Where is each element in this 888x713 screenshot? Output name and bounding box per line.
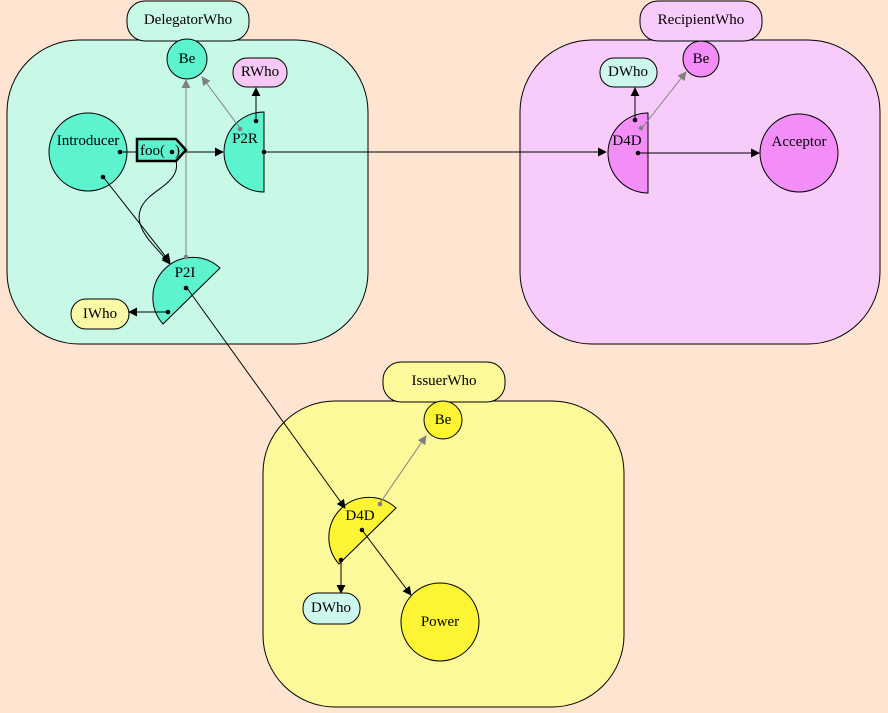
dot	[117, 149, 123, 155]
recipient-be-node: Be	[682, 40, 720, 78]
recipient-d4d-half-disc	[607, 112, 649, 194]
foo-message-shape	[135, 137, 188, 163]
recipient-be-circle	[682, 40, 720, 78]
recipient-dwho-box	[599, 57, 658, 88]
issuer-region: IssuerWho	[262, 361, 625, 708]
issuer-d4d-label: D4D	[345, 508, 374, 524]
delegator-be-circle	[166, 38, 208, 80]
recipient-d4d-node: D4D	[607, 112, 649, 194]
connection-dots	[100, 117, 644, 563]
foo-message-close: )	[175, 143, 180, 159]
dot	[359, 527, 365, 533]
iwho-label: IWho	[83, 306, 117, 322]
foo-message-label: foo(	[140, 143, 165, 159]
recipient-be-label: Be	[693, 51, 710, 67]
p2r-half-disc	[223, 111, 265, 193]
iwho-node: IWho	[70, 298, 130, 330]
rwho-box	[232, 57, 288, 88]
dot	[377, 501, 383, 507]
gray-arrows	[181, 71, 687, 504]
dot	[100, 174, 106, 180]
introducer-node: Introducer	[48, 112, 128, 192]
recipient-region-title: RecipientWho	[658, 12, 745, 28]
issuer-dwho-node: DWho	[302, 592, 361, 625]
dot	[632, 117, 638, 123]
p2i-half-disc	[152, 256, 221, 325]
foo-arg-to-p2i-arrow	[138, 151, 177, 265]
acceptor-label: Acceptor	[772, 134, 827, 150]
issuer-be-label: Be	[435, 412, 452, 428]
p2i-label: P2I	[175, 265, 196, 281]
power-circle	[400, 582, 480, 662]
p2r-node: P2R	[223, 111, 265, 193]
p2r-to-be-arrow	[201, 76, 241, 129]
issuer-be-node: Be	[423, 400, 463, 440]
introducer-to-p2i-arrow	[103, 177, 171, 263]
recipient-region-box	[519, 39, 881, 345]
delegator-region-title: DelegatorWho	[144, 12, 232, 28]
power-label: Power	[421, 614, 459, 630]
dot	[261, 149, 267, 155]
p2i-node: P2I	[152, 256, 221, 325]
introducer-label: Introducer	[57, 133, 119, 149]
dot	[635, 150, 641, 156]
dot	[338, 557, 344, 563]
recipient-d4d-to-be-arrow	[641, 71, 687, 129]
recipient-dwho-node: DWho	[599, 57, 658, 88]
dot	[183, 254, 189, 260]
recipient-dwho-label: DWho	[608, 64, 648, 80]
dot	[253, 118, 259, 124]
issuer-region-title: IssuerWho	[412, 373, 477, 389]
dot	[183, 285, 189, 291]
dot	[237, 126, 243, 132]
acceptor-node: Acceptor	[759, 113, 839, 193]
delegator-be-node: Be	[166, 38, 208, 80]
delegator-be-label: Be	[179, 51, 196, 67]
power-node: Power	[400, 582, 480, 662]
dot	[638, 125, 644, 131]
issuer-dwho-box	[302, 592, 361, 625]
p2r-label: P2R	[232, 131, 258, 147]
black-arrows	[103, 87, 760, 596]
p2i-to-issuer-d4d-arrow	[186, 287, 346, 509]
issuer-be-circle	[423, 400, 463, 440]
acceptor-circle	[759, 113, 839, 193]
recipient-d4d-label: D4D	[612, 133, 641, 149]
introducer-circle	[48, 112, 128, 192]
issuer-dwho-label: DWho	[311, 600, 351, 616]
issuer-d4d-to-be-arrow	[379, 435, 427, 504]
dot	[169, 149, 175, 155]
issuer-d4d-to-power-arrow	[361, 529, 412, 596]
rwho-label: RWho	[241, 64, 279, 80]
dot	[165, 309, 171, 315]
foo-message-node: foo( )	[135, 137, 188, 163]
rwho-node: RWho	[232, 57, 288, 88]
